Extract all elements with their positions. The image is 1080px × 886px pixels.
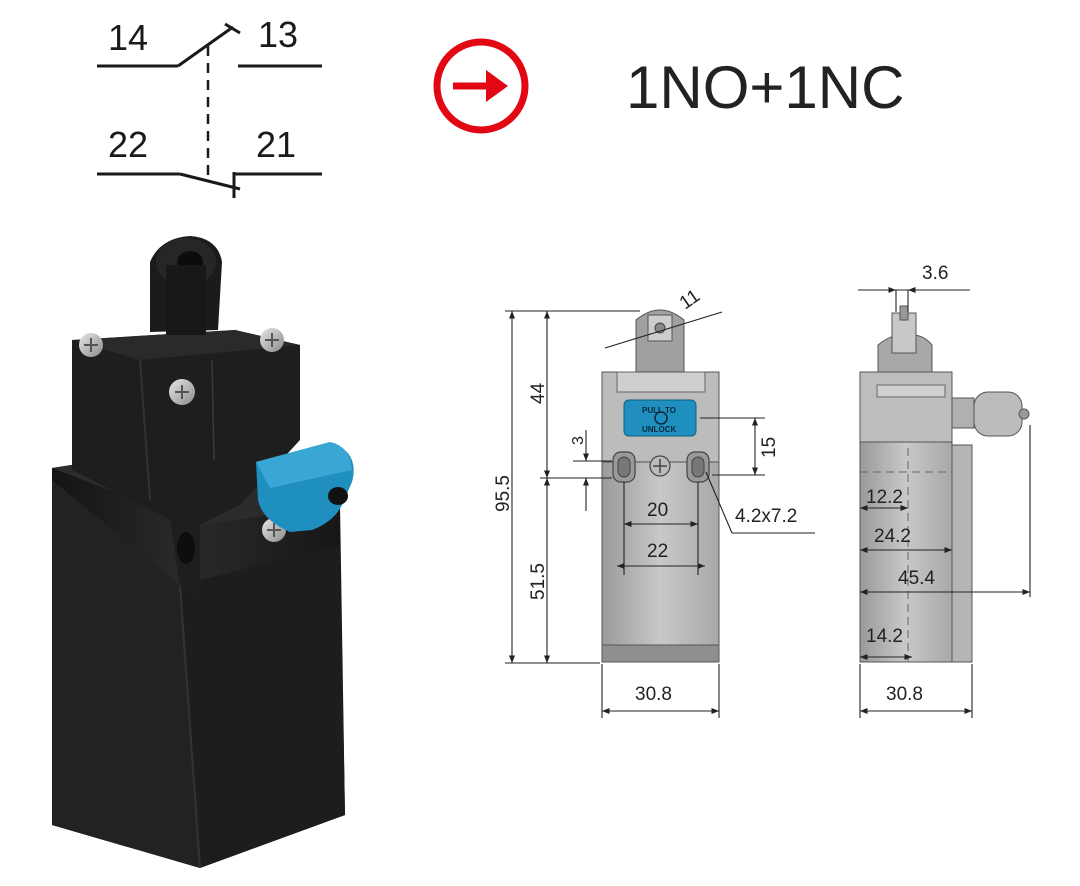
dim-30-8-front-label: 30.8 [635, 684, 672, 705]
dim-3-label: 3 [570, 436, 587, 445]
dim-11-label: 11 [676, 286, 704, 315]
dim-15-label: 15 [759, 437, 780, 458]
dim-45-4-label: 45.4 [898, 568, 935, 589]
dim-4-2x7-2-label: 4.2x7.2 [735, 506, 797, 527]
contact-type-title: 1NO+1NC [626, 54, 904, 121]
limit-switch-product-image [52, 236, 354, 869]
terminal-13-label: 13 [258, 14, 298, 55]
positive-opening-arrow-icon [433, 38, 529, 134]
dim-22-label: 22 [647, 541, 668, 562]
dim-3-6-label: 3.6 [922, 263, 948, 284]
dim-20-label: 20 [647, 500, 668, 521]
dim-95-5-label: 95.5 [493, 475, 514, 512]
dim-51-5-label: 51.5 [528, 563, 549, 600]
front-view-drawing: PULL TO UNLOCK 95.5 44 51.5 3 15 11 20 [493, 286, 815, 718]
dim-14-2-label: 14.2 [866, 626, 903, 647]
actuator-label-line2: UNLOCK [642, 425, 676, 434]
terminal-14-label: 14 [108, 17, 148, 58]
dim-24-2-label: 24.2 [874, 526, 911, 547]
actuator-label-line1: PULL TO [642, 406, 676, 415]
dim-44-label: 44 [528, 382, 549, 404]
side-view-drawing: 3.6 12.2 24.2 45.4 14.2 30.8 [858, 263, 1031, 718]
terminal-21-label: 21 [256, 124, 296, 165]
contact-schematic: 14 13 22 21 [97, 14, 322, 198]
dim-30-8-side-label: 30.8 [886, 684, 923, 705]
terminal-22-label: 22 [108, 124, 148, 165]
dim-12-2-label: 12.2 [866, 487, 903, 508]
